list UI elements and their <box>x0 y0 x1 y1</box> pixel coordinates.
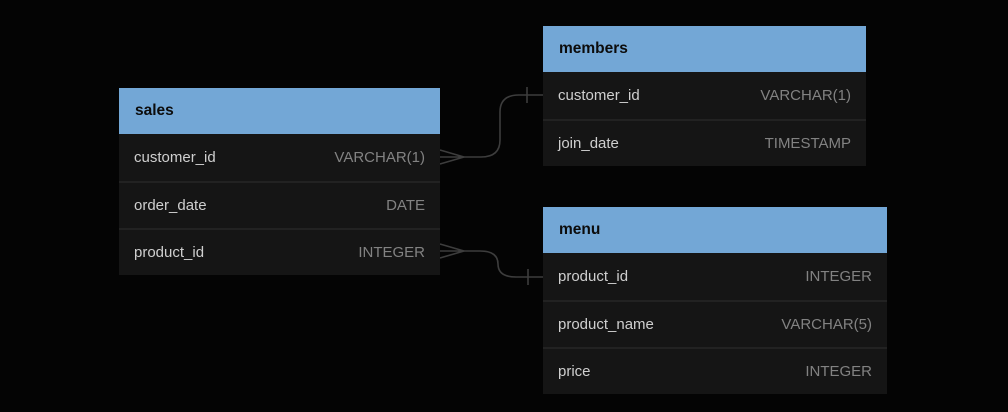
table-members-header[interactable]: members <box>543 26 866 72</box>
relation-sales-members <box>439 87 543 165</box>
field-name: product_name <box>558 316 654 333</box>
field-type: INTEGER <box>805 268 872 285</box>
field-type: INTEGER <box>358 244 425 261</box>
field-type: DATE <box>386 197 425 214</box>
table-row[interactable]: customer_id VARCHAR(1) <box>119 134 440 181</box>
crow-foot-many-icon <box>439 149 465 165</box>
table-title: menu <box>559 221 601 238</box>
table-row[interactable]: join_date TIMESTAMP <box>543 119 866 166</box>
field-type: VARCHAR(1) <box>334 149 425 166</box>
relation-sales-menu <box>439 243 543 285</box>
field-name: product_id <box>134 244 205 261</box>
table-row[interactable]: product_name VARCHAR(5) <box>543 300 887 347</box>
relation-path <box>464 250 543 278</box>
table-row[interactable]: product_id INTEGER <box>119 228 440 275</box>
table-row[interactable]: product_id INTEGER <box>543 253 887 300</box>
table-title: members <box>559 40 628 57</box>
field-name: customer_id <box>558 87 640 104</box>
field-type: INTEGER <box>805 363 872 380</box>
table-menu[interactable]: menu product_id INTEGER product_name VAR… <box>543 207 887 394</box>
relation-path <box>464 94 543 158</box>
field-type: VARCHAR(1) <box>760 87 851 104</box>
field-name: price <box>558 363 591 380</box>
table-sales[interactable]: sales customer_id VARCHAR(1) order_date … <box>119 88 440 275</box>
table-row[interactable]: order_date DATE <box>119 181 440 228</box>
crow-foot-many-icon <box>439 243 465 259</box>
field-name: product_id <box>558 268 629 285</box>
table-row[interactable]: customer_id VARCHAR(1) <box>543 72 866 119</box>
field-type: VARCHAR(5) <box>781 316 872 333</box>
field-name: join_date <box>558 135 619 152</box>
field-name: customer_id <box>134 149 216 166</box>
table-menu-header[interactable]: menu <box>543 207 887 253</box>
table-sales-header[interactable]: sales <box>119 88 440 134</box>
table-title: sales <box>135 102 174 119</box>
field-name: order_date <box>134 197 207 214</box>
field-type: TIMESTAMP <box>764 135 851 152</box>
table-members[interactable]: members customer_id VARCHAR(1) join_date… <box>543 26 866 166</box>
table-row[interactable]: price INTEGER <box>543 347 887 394</box>
